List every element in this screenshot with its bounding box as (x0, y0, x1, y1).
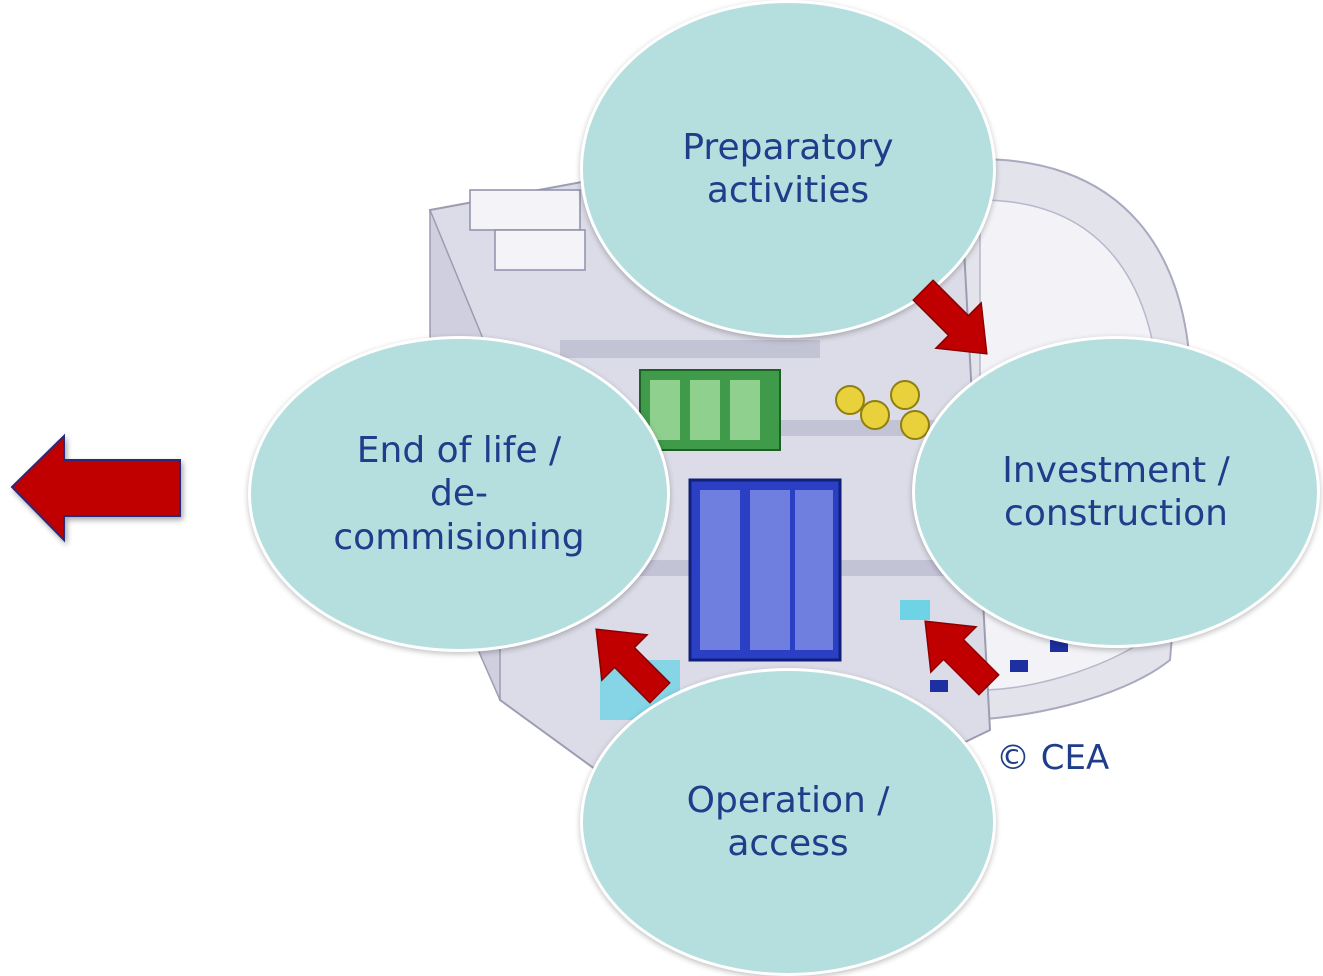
left-arrow-icon (10, 433, 181, 543)
stage-label-end-of-life: End of life / de- commisioning (333, 430, 585, 558)
arrow-icon (595, 628, 671, 704)
stage-operation-access: Operation / access (580, 668, 996, 976)
stage-investment-construction: Investment / construction (912, 336, 1320, 648)
arrow-icon (924, 620, 1000, 696)
stage-label-investment: Investment / construction (1002, 449, 1230, 534)
stage-label-operation: Operation / access (686, 779, 890, 864)
stage-preparatory-activities: Preparatory activities (580, 0, 996, 338)
stage-end-of-life: End of life / de- commisioning (248, 336, 670, 652)
arrow-icon (912, 279, 988, 355)
stage-label-preparatory: Preparatory activities (682, 126, 894, 211)
copyright-label: © CEA (996, 738, 1110, 778)
